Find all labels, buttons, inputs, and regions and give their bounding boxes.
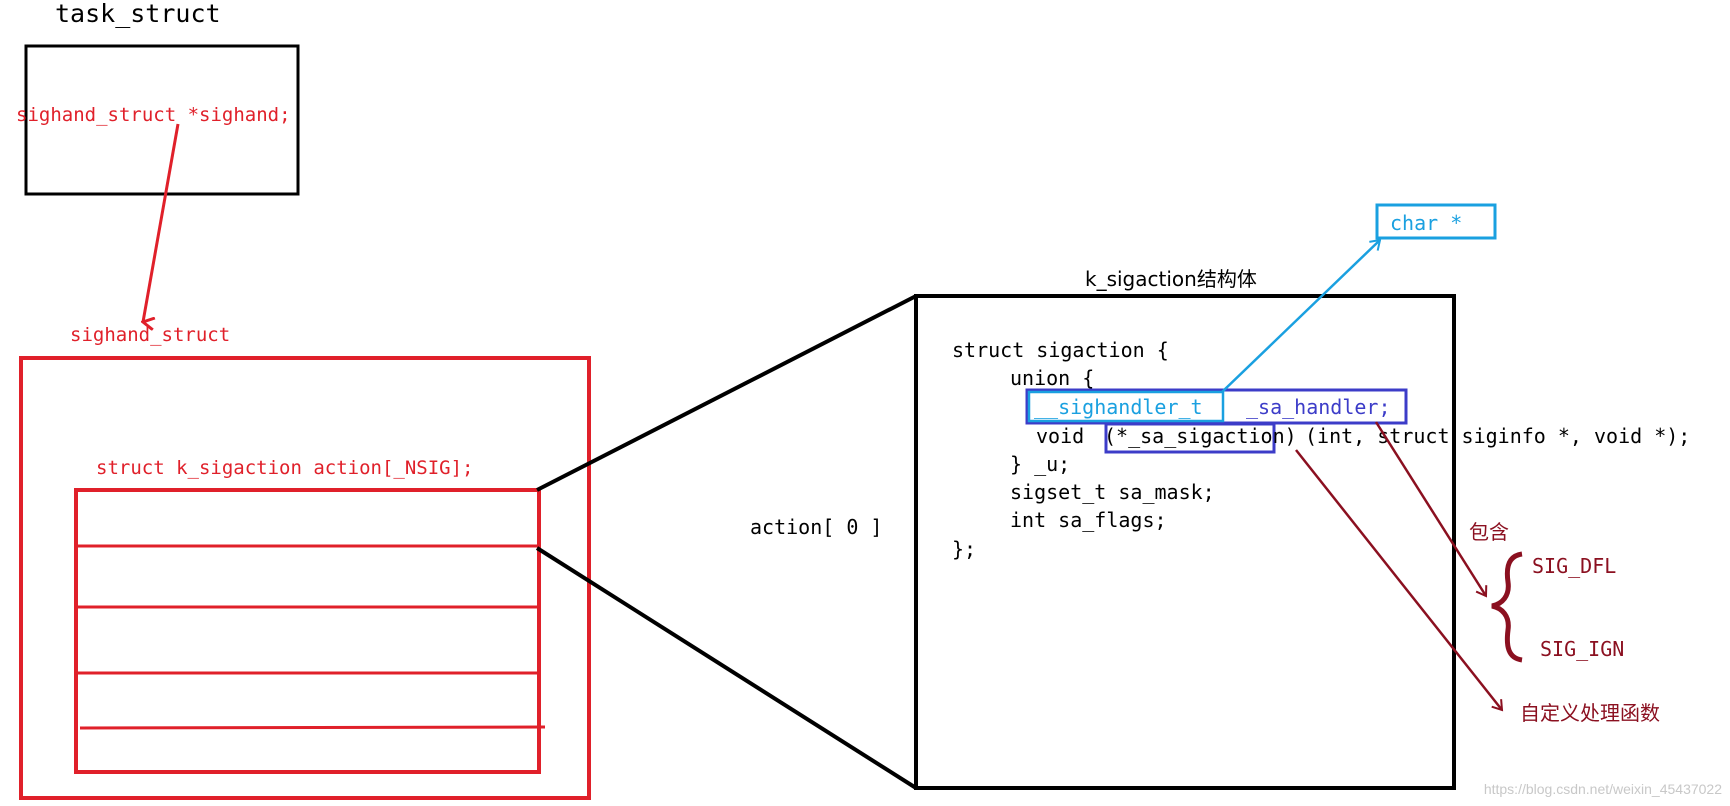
code-sighandler-type: __sighandler_t: [1034, 395, 1203, 419]
sig-dfl-label: SIG_DFL: [1532, 554, 1616, 578]
code-line-struct: struct sigaction {: [952, 338, 1169, 362]
sighand-pointer-field: sighand_struct *sighand;: [16, 104, 291, 126]
sa-sigaction-highlight: [1104, 422, 1276, 454]
custom-handler-arrow: [1295, 449, 1504, 712]
zoom-line-top: [536, 294, 917, 492]
sighand-struct-box: [19, 356, 591, 800]
contains-label: 包含: [1469, 520, 1509, 544]
task-struct-title: task_struct: [55, 0, 221, 28]
code-sa-sigaction: (*_sa_sigaction): [1104, 424, 1297, 448]
code-sa-sigaction-params: (int, struct siginfo *, void *);: [1305, 424, 1690, 448]
code-void: void: [1036, 424, 1084, 448]
task-struct-box: [24, 44, 300, 196]
code-line-union: union {: [1010, 366, 1094, 390]
code-sa-mask: sigset_t sa_mask;: [1010, 480, 1215, 504]
contains-arrow: [1374, 421, 1488, 598]
sighand-struct-title: sighand_struct: [70, 324, 230, 346]
sighand-pointer-arrow: [143, 123, 180, 322]
handler-options-brace: [1491, 551, 1523, 663]
k-sigaction-title: k_sigaction结构体: [1085, 267, 1257, 291]
custom-handler-label: 自定义处理函数: [1520, 701, 1660, 725]
action-array-box: [74, 488, 541, 774]
sighandler-type-highlight: [1027, 390, 1225, 423]
code-sa-handler: _sa_handler;: [1246, 395, 1391, 419]
code-sa-flags: int sa_flags;: [1010, 508, 1167, 532]
zoom-line-bottom: [535, 546, 918, 790]
action-array-field: struct k_sigaction action[_NSIG];: [96, 457, 474, 479]
char-pointer-arrow: [1221, 238, 1382, 393]
action-index-label: action[ 0 ]: [750, 515, 882, 539]
char-pointer-box: [1375, 203, 1497, 240]
code-union-close: } _u;: [1010, 452, 1070, 476]
sig-ign-label: SIG_IGN: [1540, 637, 1624, 661]
watermark-text: https://blog.csdn.net/weixin_45437022: [1484, 781, 1722, 797]
char-pointer-label: char *: [1390, 211, 1462, 235]
k-sigaction-box: [914, 294, 1456, 790]
code-struct-close: };: [952, 537, 976, 561]
action-array-row-divider: [79, 725, 546, 730]
